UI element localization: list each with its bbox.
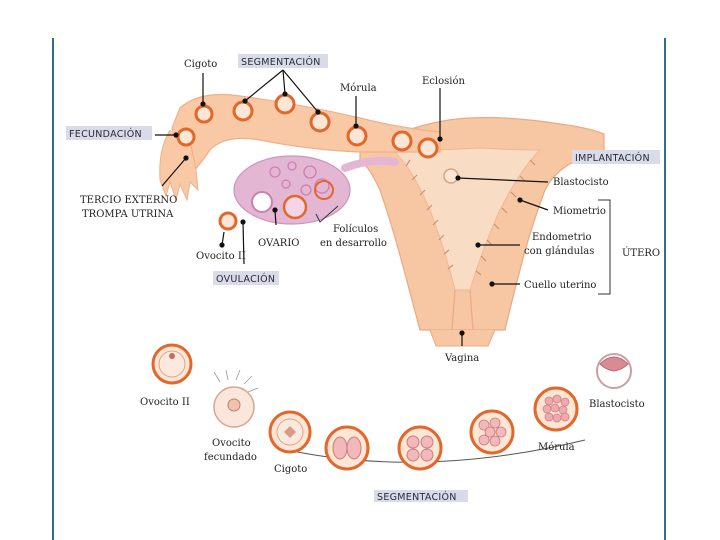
figure-frame xyxy=(52,38,666,540)
cell-eclosion xyxy=(417,137,439,159)
cervical-canal xyxy=(451,289,474,331)
segmentacion-bottom-box xyxy=(374,490,468,502)
label-fecundacion: FECUNDACIÓN xyxy=(69,128,142,140)
label-fecundado-2: fecundado xyxy=(204,452,257,463)
label-cigoto-bottom: Cigoto xyxy=(274,464,307,475)
label-fecundado-1: Ovocito xyxy=(212,438,251,449)
cell-blast1 xyxy=(391,130,413,152)
bottom-sequence xyxy=(151,343,632,471)
stage-blastocisto xyxy=(596,353,632,389)
label-tercio-2: TROMPA UTRINA xyxy=(82,209,174,220)
foliculos-bracket xyxy=(315,205,339,223)
label-eclosion: Eclosión xyxy=(422,76,465,87)
label-segmentacion-top: SEGMENTACIÓN xyxy=(241,56,321,68)
label-foliculos-1: Folículos xyxy=(333,224,378,235)
fimbriae xyxy=(159,129,199,202)
stage-ovocito xyxy=(151,343,193,385)
label-ovario: OVARIO xyxy=(258,238,299,249)
label-vagina: Vagina xyxy=(444,353,479,364)
mature-follicle xyxy=(282,194,308,220)
follicles xyxy=(269,161,330,196)
fecundacion-box xyxy=(66,126,152,140)
label-miometrio: Miometrio xyxy=(553,206,606,217)
pointer-lines xyxy=(155,69,549,346)
stage-fecundado xyxy=(213,369,259,428)
implantacion-box xyxy=(572,150,660,164)
stage-4cell xyxy=(397,425,443,471)
stage-cigoto xyxy=(268,410,312,454)
stage-morula xyxy=(533,386,579,432)
label-blastocisto-side: Blastocisto xyxy=(553,177,609,188)
label-morula-bottom: Mórula xyxy=(538,442,575,453)
cell-cigoto xyxy=(194,104,214,124)
ovary xyxy=(233,155,351,225)
label-implantacion: IMPLANTACIÓN xyxy=(575,152,650,164)
label-tercio-1: TERCIO EXTERNO xyxy=(80,195,177,206)
embryo-stages-tube xyxy=(176,93,439,159)
label-cigoto-top: Cigoto xyxy=(184,59,217,70)
label-ovocito-bottom: Ovocito II xyxy=(140,397,190,408)
label-endometrio-1: Endometrio xyxy=(532,232,592,243)
label-endometrio-2: con glándulas xyxy=(524,246,594,257)
cell-seg1 xyxy=(232,100,254,122)
label-cuello: Cuello uterino xyxy=(524,280,596,291)
ovarian-ligament xyxy=(341,156,399,172)
uterine-cavity xyxy=(393,147,542,291)
label-morula-top: Mórula xyxy=(340,83,377,94)
label-foliculos-2: en desarrollo xyxy=(320,238,387,249)
label-segmentacion-bottom: SEGMENTACIÓN xyxy=(377,491,457,503)
cell-fecundacion xyxy=(176,127,196,147)
ovulacion-box xyxy=(213,271,279,285)
label-ovocito-top: Ovocito II xyxy=(196,251,246,262)
cell-seg2 xyxy=(274,93,296,115)
cell-seg3 xyxy=(309,111,331,133)
label-ovulacion: OVULACIÓN xyxy=(216,273,275,285)
label-blastocisto-bottom: Blastocisto xyxy=(589,399,645,410)
ovocito-top-cell xyxy=(218,211,238,231)
label-utero: ÚTERO xyxy=(622,247,660,259)
segmentacion-top-box xyxy=(238,54,328,68)
cell-morula xyxy=(346,125,368,147)
stage-8cell xyxy=(469,409,515,455)
follicle-large xyxy=(314,180,334,200)
ruptured-follicle xyxy=(251,191,273,213)
endometrial-glands xyxy=(405,159,536,276)
stage-2cell xyxy=(324,425,370,471)
utero-bracket xyxy=(598,199,611,295)
cell-implant xyxy=(443,168,459,184)
